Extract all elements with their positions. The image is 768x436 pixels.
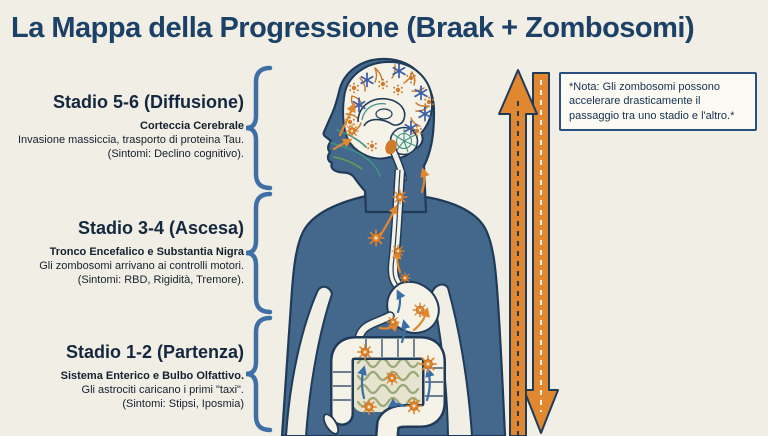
midbrain-tau-cluster — [385, 139, 397, 155]
stage-symptoms: (Sintomi: RBD, Rigidità, Tremore). — [77, 273, 244, 286]
left-arm-gap — [284, 285, 334, 436]
stage-subheading: Corteccia Cerebrale — [140, 120, 244, 132]
stage-heading: Stadio 5-6 (Diffusione) — [52, 92, 244, 112]
ascending-arrow — [498, 69, 538, 436]
thalamus — [375, 108, 393, 120]
progression-arrows — [498, 69, 559, 436]
olfactory-arrows — [332, 102, 356, 151]
stage-symptoms: (Sintomi: Stipsi, Iposmia) — [122, 397, 244, 410]
stage-block-ascesa: Stadio 3-4 (Ascesa) Tronco Encefalico e … — [4, 218, 244, 287]
inner-fold — [361, 103, 387, 121]
stage-block-diffusione: Stadio 5-6 (Diffusione) Corteccia Cerebr… — [4, 92, 244, 161]
stage-subheading: Tronco Encefalico e Substantia Nigra — [49, 246, 244, 258]
stage-description: Invasione massiccia, trasporto di protei… — [17, 133, 244, 146]
brace-stage-3-4 — [245, 191, 273, 315]
stage-symptoms: (Sintomi: Declino cognitivo). — [107, 147, 244, 160]
digestive-illustration — [322, 167, 446, 436]
stage-description: Gli zombosomi arrivano ai controlli moto… — [39, 259, 244, 272]
stage-braces — [245, 65, 273, 433]
virus-olfactory — [345, 124, 359, 138]
stage-subheading: Sistema Enterico e Bulbo Olfattivo. — [60, 370, 244, 382]
stage-description: Gli astrociti caricano i primi "taxi". — [81, 383, 244, 396]
corpus-callosum — [357, 97, 406, 127]
descending-arrow — [523, 72, 559, 434]
gut-arrows-blue — [357, 289, 435, 408]
stage-heading: Stadio 1-2 (Partenza) — [65, 342, 244, 362]
cerebellum-folia — [392, 129, 417, 153]
page-title: La Mappa della Progressione (Braak + Zom… — [11, 12, 695, 44]
stage-block-partenza: Stadio 1-2 (Partenza) Sistema Enterico e… — [4, 342, 244, 411]
appendix — [322, 413, 340, 435]
brace-stage-5-6 — [245, 65, 273, 191]
note-box: *Nota: Gli zombosomi possono accelerare … — [559, 72, 757, 131]
stage-heading: Stadio 3-4 (Ascesa) — [77, 218, 244, 238]
brace-stage-1-2 — [245, 315, 273, 433]
